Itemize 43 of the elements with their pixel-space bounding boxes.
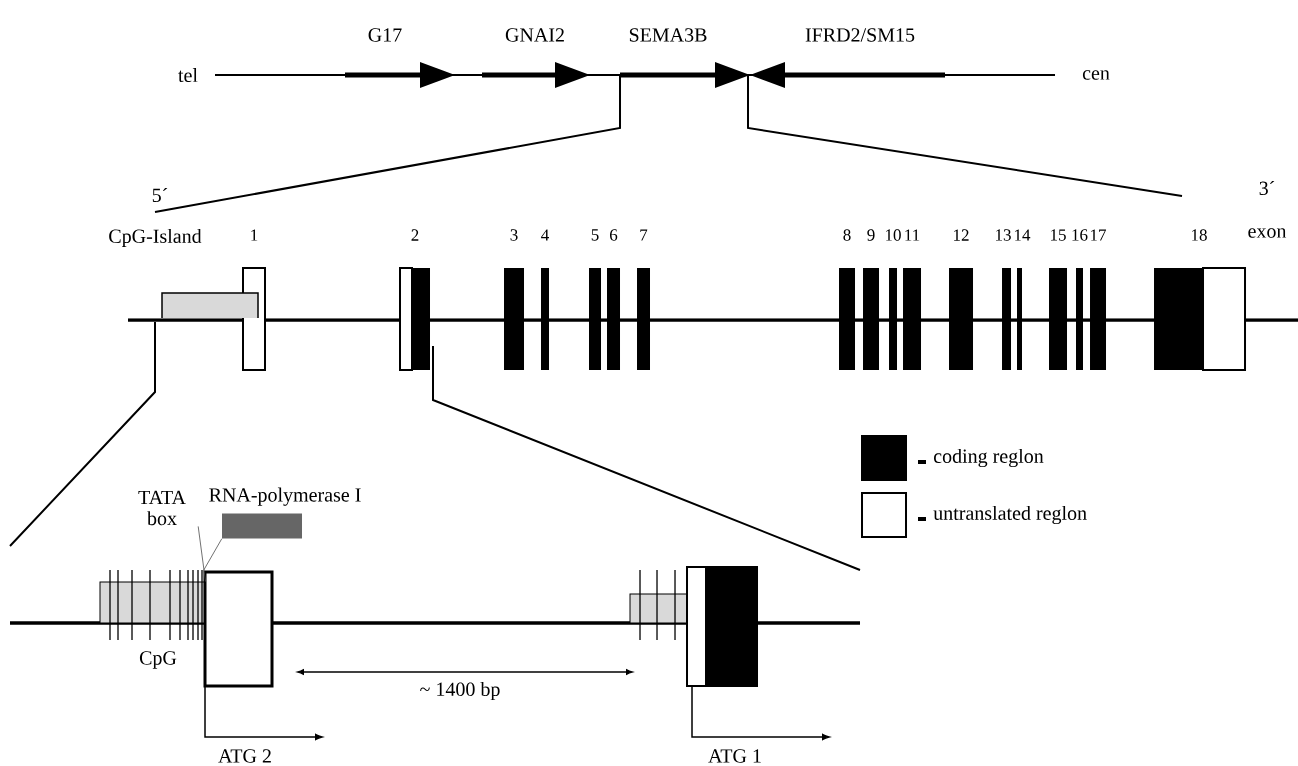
exon-number: 14 (1015, 229, 1031, 241)
label-text: cen (1082, 70, 1110, 80)
legend-text: untranslated reglon (933, 505, 1087, 525)
exon-number: 6 (610, 229, 618, 241)
exon-number: 7 (640, 229, 648, 241)
label-text: 3´ (1259, 180, 1275, 196)
label-text: exon (1248, 228, 1287, 238)
label-text: 5´ (152, 187, 168, 203)
exon-number: 9 (867, 229, 875, 241)
gene-label: IFRD2/SM15 (805, 28, 915, 42)
exon-box (203, 570, 274, 688)
label-text: CpG (139, 651, 177, 669)
exon-number: 13 (996, 229, 1011, 241)
exon-number: 18 (1192, 229, 1207, 241)
exon-number: 17 (1091, 229, 1107, 241)
exon-number: 15 (1051, 229, 1066, 241)
exon-number: 12 (954, 229, 969, 241)
leader-line (197, 526, 206, 582)
polymerase-box: RNA-polymerase I (209, 487, 361, 539)
exon-number: 11 (905, 229, 920, 241)
exon-number: 5 (591, 229, 599, 241)
exon-number: 2 (411, 229, 419, 241)
exon-number: 16 (1072, 229, 1088, 241)
cpg-sites-drawing (99, 569, 206, 641)
label-text: ~ 1400 bp (420, 681, 500, 701)
exon-number: 8 (843, 229, 851, 241)
label-text: tel (178, 67, 198, 83)
exon-box (686, 566, 758, 687)
exon-number: 10 (886, 229, 901, 241)
node-label: RNA-polymerase I (209, 487, 361, 506)
exon-number: 4 (541, 229, 549, 241)
gene-label: GNAI2 (505, 28, 564, 42)
cpg-sites-drawing (629, 569, 688, 641)
label-text: ATG 2 (218, 749, 271, 763)
label-text: TATA box (138, 490, 186, 526)
label-text: CpG-Island (109, 228, 202, 248)
gene-label: SEMA3B (629, 28, 707, 42)
exon-number: 3 (510, 229, 518, 241)
leader-line (203, 538, 223, 571)
exon-number: 1 (251, 229, 258, 241)
label-text: ATG 1 (708, 749, 761, 763)
gene-label: G17 (368, 28, 402, 42)
legend-text: coding reglon (934, 448, 1044, 468)
